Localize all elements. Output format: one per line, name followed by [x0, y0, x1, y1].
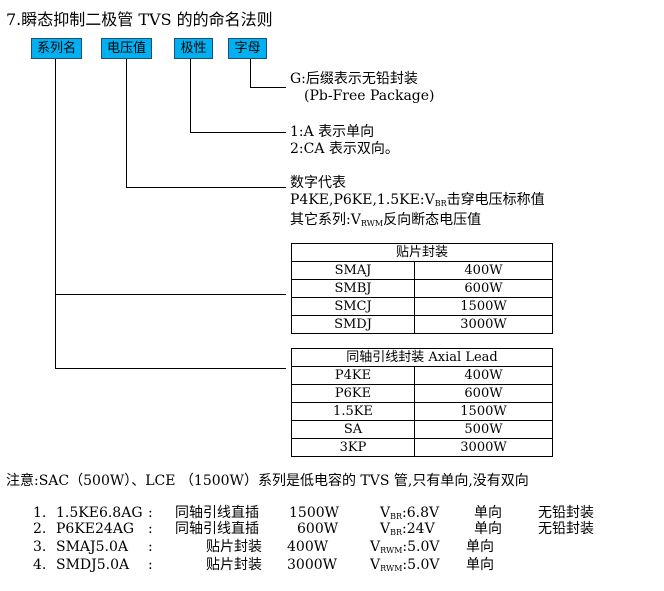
desc-voltage-line3: 其它系列:VRWM反向断态电压值 [290, 212, 482, 228]
smd-table-header: 贴片封装 [290, 243, 554, 262]
connector-polarity-h [190, 132, 286, 133]
example-direction: 单向 [466, 557, 494, 573]
connector-series-v [55, 59, 56, 368]
connector-voltage-v [126, 59, 127, 187]
example-voltage: VBR:6.8V [380, 505, 440, 521]
example-package: 同轴引线直插 [175, 505, 259, 521]
desc-g-suffix: G:后缀表示无铅封装 (Pb-Free Package) [290, 71, 435, 105]
desc-voltage-line1: 数字代表 [290, 175, 346, 191]
desc-polarity-line2: 2:CA 表示双向。 [290, 141, 399, 157]
letter-box: 字母 [228, 38, 267, 59]
example-direction: 单向 [474, 521, 502, 537]
example-lead: 无铅封装 [538, 505, 594, 521]
example-lead: 无铅封装 [538, 521, 594, 537]
desc-voltage: 数字代表 P4KE,P6KE,1.5KE:VBR击穿电压标称值 其它系列:VRW… [290, 175, 545, 232]
desc-polarity: 1:A 表示单向 2:CA 表示双向。 [290, 124, 399, 158]
example-voltage: VRWM:5.0V [370, 557, 440, 573]
polarity-box: 极性 [174, 38, 213, 59]
example-power: 600W [297, 521, 339, 537]
example-power: 1500W [289, 505, 340, 521]
connector-letter-h [250, 87, 286, 88]
example-sep: : [148, 557, 153, 573]
example-num: 1. [33, 505, 47, 521]
axial-table-header: 同轴引线封装 Axial Lead [290, 348, 554, 367]
example-num: 4. [33, 557, 47, 573]
example-sep: : [148, 539, 153, 555]
example-direction: 单向 [474, 505, 502, 521]
example-part: SMAJ5.0A [56, 539, 129, 555]
example-sep: : [148, 521, 153, 537]
desc-voltage-line2: P4KE,P6KE,1.5KE:VBR击穿电压标称值 [290, 192, 545, 208]
example-package: 贴片封装 [206, 557, 262, 573]
example-power: 3000W [287, 557, 338, 573]
example-package: 贴片封装 [206, 539, 262, 555]
example-part: 1.5KE6.8AG [56, 505, 143, 521]
connector-letter-v [250, 59, 251, 87]
desc-g-line2: (Pb-Free Package) [304, 88, 435, 104]
example-package: 同轴引线直插 [175, 521, 259, 537]
example-num: 3. [33, 539, 47, 555]
example-part: SMDJ5.0A [56, 557, 130, 573]
example-voltage: VBR:24V [380, 521, 435, 537]
series-name-box: 系列名 [31, 38, 82, 59]
connector-voltage-h [126, 187, 286, 188]
connector-series-axial-h [55, 368, 286, 369]
example-sep: : [148, 505, 153, 521]
example-voltage: VRWM:5.0V [370, 539, 440, 555]
page-title: 7.瞬态抑制二极管 TVS 的的命名法则 [6, 10, 273, 29]
note-text: 注意:SAC（500W）、LCE （1500W）系列是低电容的 TVS 管,只有… [6, 473, 529, 489]
connector-polarity-v [190, 59, 191, 132]
desc-g-line1: G:后缀表示无铅封装 [290, 71, 418, 87]
connector-series-smd-h [55, 294, 286, 295]
voltage-value-box: 电压值 [101, 38, 152, 59]
example-direction: 单向 [466, 539, 494, 555]
desc-polarity-line1: 1:A 表示单向 [290, 124, 375, 140]
example-power: 400W [287, 539, 329, 555]
example-num: 2. [33, 521, 47, 537]
example-part: P6KE24AG [56, 521, 135, 537]
